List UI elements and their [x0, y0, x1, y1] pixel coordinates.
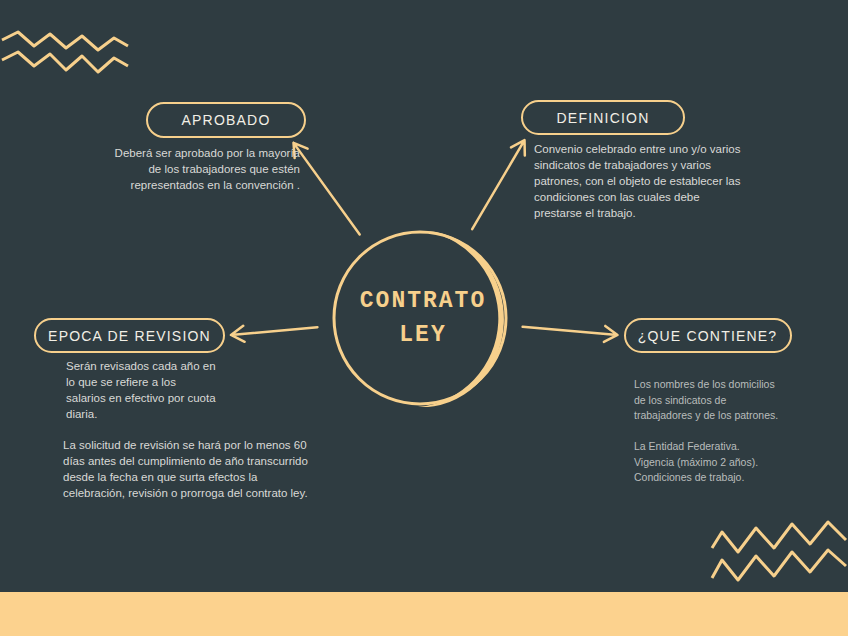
pill-box: APROBADO [146, 102, 306, 138]
topic-text: La solicitud de revisión se hará por lo … [63, 437, 308, 501]
pill-heading: EPOCA DE REVISION [48, 328, 211, 344]
pill-box: DEFINICION [521, 100, 685, 135]
arrow-connector [231, 326, 317, 342]
topic-text: Deberá ser aprobado por la mayoría de lo… [112, 145, 300, 193]
zigzag [712, 522, 846, 552]
center-title: CONTRATO LEY [348, 223, 498, 413]
zigzag [2, 52, 128, 72]
zigzag [712, 550, 846, 580]
arrow-connector [472, 140, 525, 229]
topic-text: Convenio celebrado entre uno y/o varios … [534, 141, 744, 221]
pill-box: ¿QUE CONTIENE? [624, 318, 792, 353]
pill-heading: DEFINICION [557, 110, 650, 126]
topic-node: ¿QUE CONTIENE?Los nombres de los domicil… [624, 318, 792, 353]
pill-box: EPOCA DE REVISION [34, 318, 225, 353]
footer-band [0, 592, 848, 636]
zigzag [2, 32, 128, 50]
arrow-connector [523, 326, 618, 342]
pill-heading: APROBADO [182, 112, 271, 128]
topic-text: Condiciones de trabajo. [634, 470, 814, 486]
topic-text: Los nombres de los domicilios de los sin… [634, 377, 784, 424]
topic-text: La Entidad Federativa. [634, 439, 814, 455]
topic-node: APROBADODeberá ser aprobado por la mayor… [146, 102, 306, 138]
center-circle: CONTRATO LEY [328, 223, 518, 413]
topic-node: DEFINICIONConvenio celebrado entre uno y… [521, 100, 685, 135]
topic-text: Vigencia (máximo 2 años). [634, 455, 814, 471]
arrow-connector [294, 143, 360, 235]
topic-node: EPOCA DE REVISIONSerán revisados cada añ… [34, 318, 225, 353]
pill-heading: ¿QUE CONTIENE? [638, 328, 778, 344]
circle-outline [328, 223, 518, 413]
topic-text: Serán revisados cada año en lo que se re… [66, 358, 218, 422]
